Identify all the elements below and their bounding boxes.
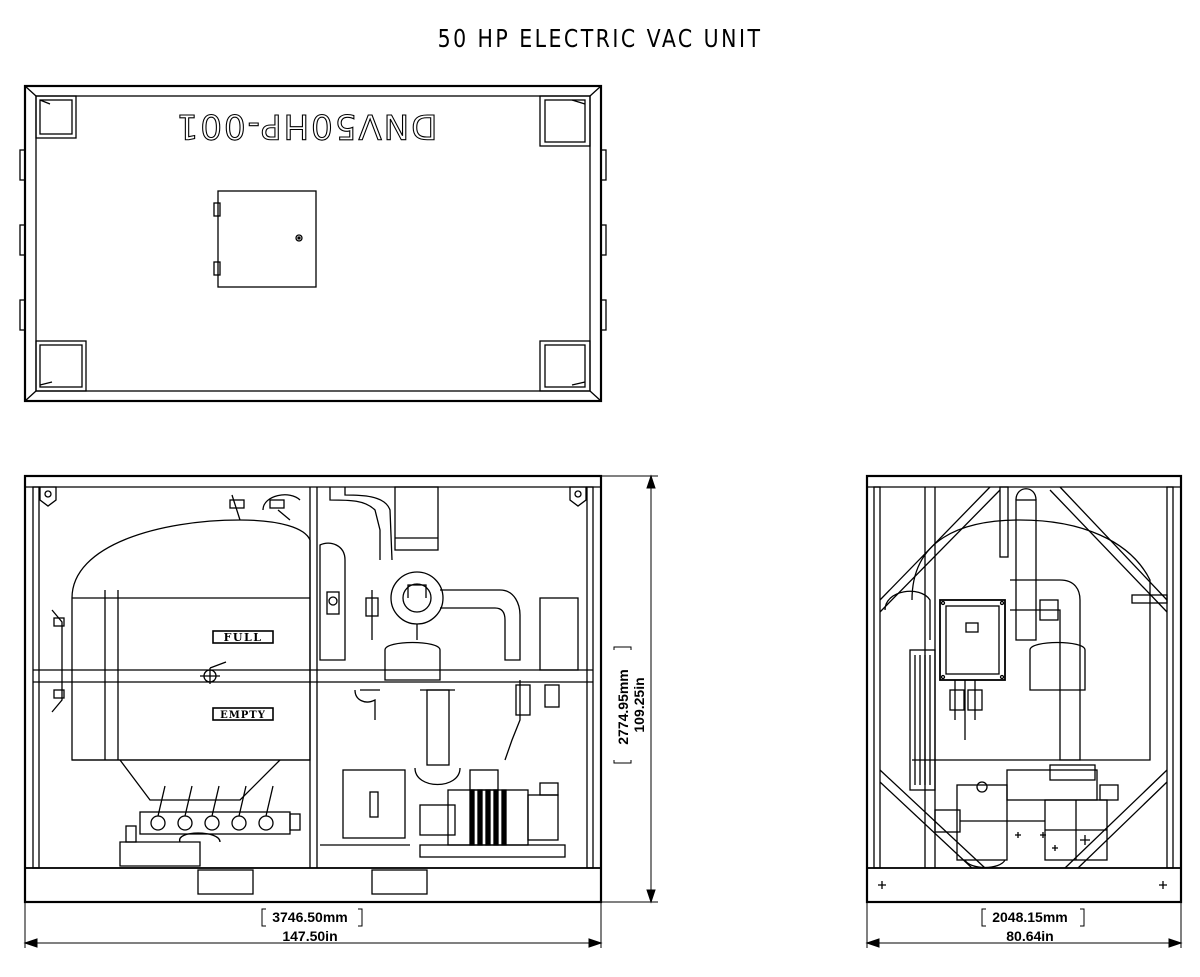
drawing-title: 50 HP ELECTRIC VAC UNIT [437, 24, 763, 53]
side-view [865, 474, 1183, 904]
front-height-in: 109.25in [631, 677, 647, 732]
corner-bracket [35, 340, 87, 392]
front-view: FULL EMPTY [23, 474, 603, 904]
filter-vessel [319, 542, 379, 661]
corner-bracket [539, 95, 591, 147]
front-dimensions [23, 474, 658, 948]
blower-motor-assembly [320, 769, 566, 858]
discharge-manifold [119, 785, 301, 867]
corner-bracket [539, 340, 591, 392]
front-height-mm: 2774.95mm [615, 669, 631, 745]
side-width-in: 80.64in [1006, 928, 1053, 944]
blower-motor-side [934, 764, 1119, 869]
top-view: DNV50HP-001 [19, 84, 607, 403]
vacuum-tank [51, 519, 311, 801]
gauge-label-empty: EMPTY [220, 710, 266, 721]
part-number-stamp: DNV50HP-001 [175, 106, 438, 146]
side-width-mm: 2048.15mm [992, 909, 1068, 925]
hatch-door [213, 190, 317, 288]
front-width-in: 147.50in [282, 928, 337, 944]
electrical-enclosure [939, 599, 1006, 740]
side-dimensions [865, 902, 1183, 948]
front-width-mm: 3746.50mm [272, 909, 348, 925]
gauge-label-full: FULL [224, 631, 263, 644]
corner-bracket [35, 95, 77, 139]
